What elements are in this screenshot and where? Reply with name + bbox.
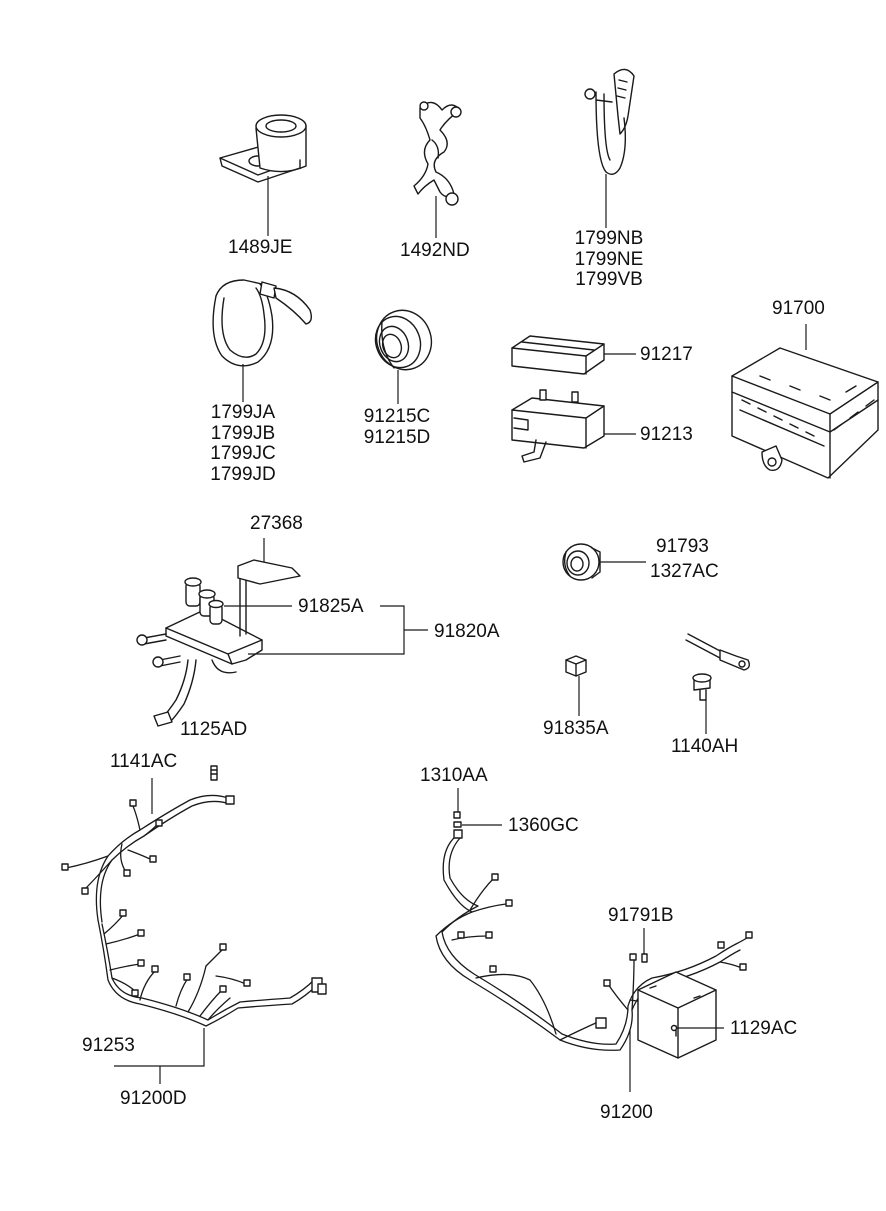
callout-1489je: 1489JE — [228, 237, 293, 258]
cable-tie-1799ja-part — [212, 279, 313, 367]
nut-91793-part — [562, 543, 601, 581]
callout-27368: 27368 — [250, 513, 303, 534]
callout-1327ac: 1327AC — [650, 561, 719, 582]
callout-91791b: 91791B — [608, 905, 674, 926]
strap-1799nb-part — [584, 68, 635, 175]
bolt-1125ad-part — [210, 765, 218, 781]
cover-91217-part — [511, 335, 605, 375]
callout-1799vb: 1799VB — [575, 269, 643, 290]
harness-91200d-part — [61, 794, 327, 1027]
callout-1799ne: 1799NE — [574, 248, 644, 270]
ground-cable-1140ah-part — [685, 633, 751, 701]
callout-91213: 91213 — [640, 424, 693, 445]
callout-1799jd: 1799JD — [210, 463, 276, 485]
callout-1799ja: 1799JA — [210, 402, 276, 423]
callout-1140ah: 1140AH — [671, 736, 739, 757]
callout-91793: 91793 — [656, 536, 709, 557]
callout-91700: 91700 — [772, 298, 825, 319]
callout-91200: 91200 — [600, 1102, 653, 1123]
callout-1141ac: 1141AC — [110, 751, 178, 772]
callout-1360gc: 1360GC — [508, 815, 579, 836]
callout-1799jc: 1799JC — [210, 443, 276, 464]
callout-1799nb-group: 1799NB 1799NE 1799VB — [566, 228, 652, 291]
harness-91200-part — [435, 811, 753, 1059]
leader-91253-bracket — [114, 1028, 205, 1067]
callout-91825a: 91825A — [298, 596, 364, 617]
callout-91200d: 91200D — [120, 1088, 187, 1109]
callout-91217: 91217 — [640, 344, 693, 365]
callout-91253: 91253 — [82, 1035, 135, 1056]
callout-1799ja-group: 1799JA 1799JB 1799JC 1799JD — [200, 402, 286, 485]
callout-1129ac: 1129AC — [730, 1018, 798, 1039]
callout-1310aa: 1310AA — [420, 765, 488, 786]
fuse-box-91700-part — [731, 347, 879, 479]
callout-91835a: 91835A — [543, 718, 609, 739]
grommet-91215c-part — [374, 309, 433, 371]
clamp-1489je-part — [219, 114, 307, 183]
relay-box-91213-part — [511, 389, 605, 463]
callout-91215-group: 91215C 91215D — [352, 406, 442, 448]
terminal-91820a-part — [136, 559, 301, 727]
callout-1492nd: 1492ND — [400, 240, 470, 261]
clip-1492nd-part — [413, 101, 462, 206]
callout-91820a: 91820A — [434, 621, 500, 642]
fuse-91835a-part — [565, 655, 587, 677]
callout-91215c: 91215C — [363, 406, 431, 427]
callout-1125ad: 1125AD — [180, 719, 248, 740]
callout-91215d: 91215D — [363, 426, 431, 448]
callout-1799nb: 1799NB — [574, 228, 644, 249]
callout-1799jb: 1799JB — [210, 422, 276, 444]
